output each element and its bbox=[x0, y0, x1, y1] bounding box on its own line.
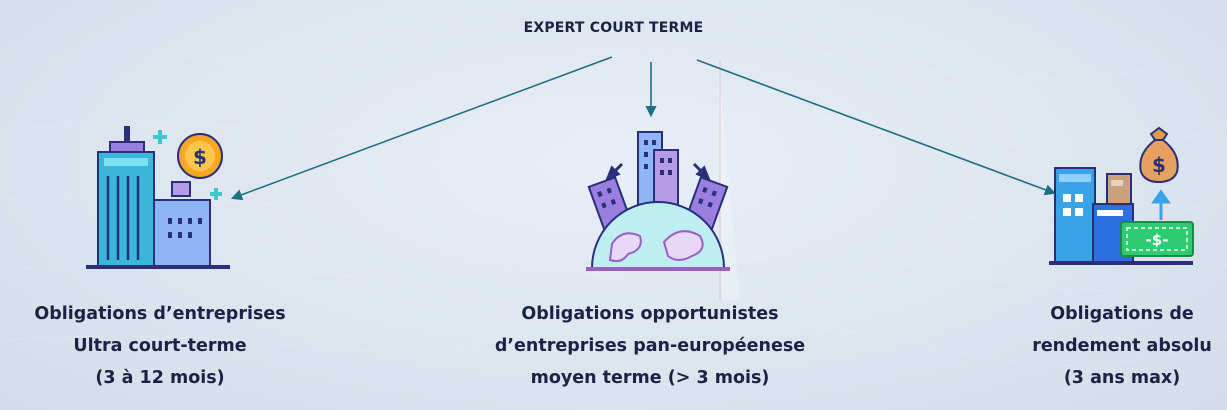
buildings-coin-icon: $ bbox=[86, 126, 230, 269]
label-line: Obligations de bbox=[1050, 304, 1194, 324]
arrow-to-left bbox=[230, 56, 613, 201]
label-line: d’entreprises pan-européenese bbox=[494, 336, 806, 356]
arrow-to-right bbox=[696, 59, 1057, 196]
globe-buildings-icon bbox=[586, 131, 730, 271]
label-line: rendement absolu bbox=[1032, 336, 1212, 356]
label-line: Obligations d’entreprises bbox=[34, 304, 286, 324]
label-line: (3 ans max) bbox=[1063, 368, 1181, 388]
label-line: Ultra court-terme bbox=[73, 336, 247, 356]
item-label-ultra-court-terme: Obligations d’entreprises Ultra court-te… bbox=[10, 298, 310, 394]
svg-text:$: $ bbox=[1152, 153, 1166, 177]
svg-text:$: $ bbox=[193, 145, 207, 169]
buildings-money-bag-icon: $ -$- bbox=[1049, 126, 1194, 265]
label-line: (3 à 12 mois) bbox=[95, 368, 225, 388]
item-label-moyen-terme: Obligations opportunistes d’entreprises … bbox=[460, 298, 840, 394]
label-line: Obligations opportunistes bbox=[521, 304, 779, 324]
item-label-rendement-absolu: Obligations de rendement absolu (3 ans m… bbox=[1027, 298, 1217, 394]
svg-text:-$-: -$- bbox=[1146, 231, 1169, 249]
label-line: moyen terme (> 3 mois) bbox=[530, 368, 770, 388]
diagram-title: EXPERT COURT TERME bbox=[523, 20, 704, 36]
